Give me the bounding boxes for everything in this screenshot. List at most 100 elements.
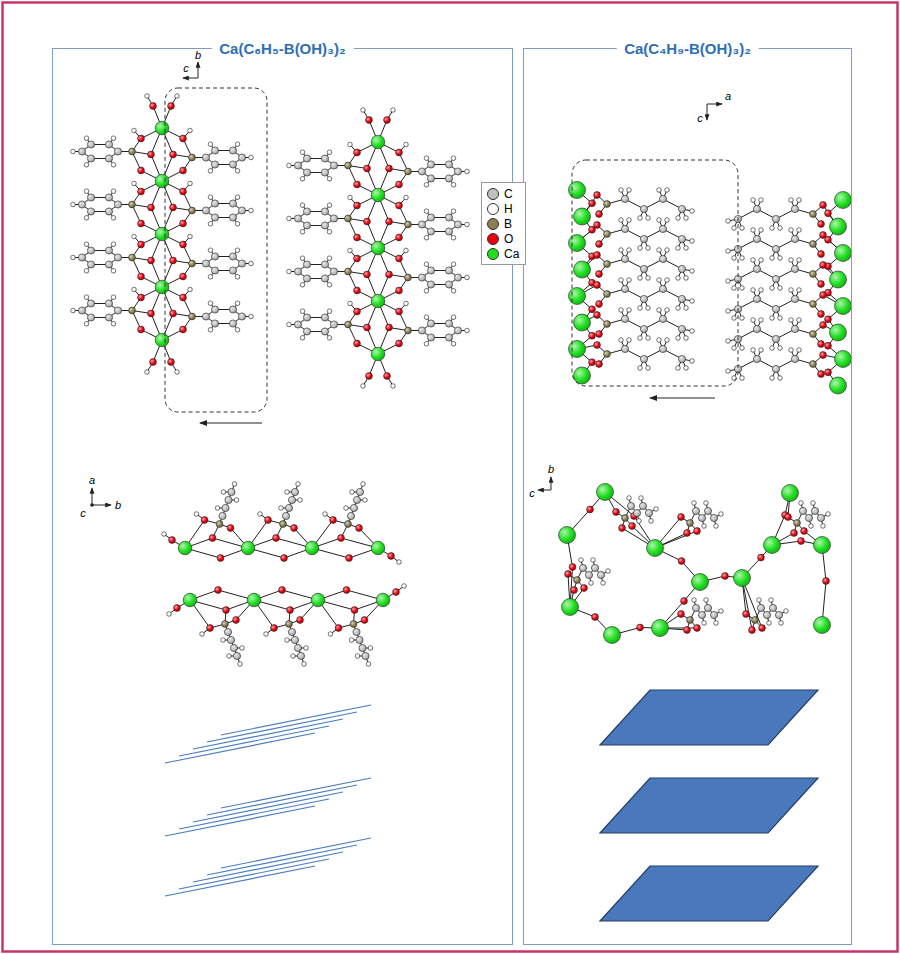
atom [740, 376, 745, 381]
atom [604, 231, 611, 238]
atom [356, 525, 363, 532]
atom [247, 593, 261, 607]
atom [646, 366, 651, 371]
atom [638, 306, 643, 311]
atom [114, 307, 121, 314]
atom [361, 482, 366, 487]
atom [303, 314, 310, 321]
atom [797, 198, 802, 203]
atom [596, 361, 603, 368]
atom [111, 136, 116, 141]
layer-line [207, 785, 357, 815]
atom [640, 295, 647, 302]
atom [155, 227, 169, 241]
atom [445, 267, 452, 274]
atom [354, 287, 361, 294]
atom [105, 300, 112, 307]
atom [105, 208, 112, 215]
atom [229, 147, 236, 154]
atom [818, 311, 825, 318]
atom [645, 509, 652, 516]
atom [585, 571, 592, 578]
axis-label: a [89, 475, 95, 486]
atom [285, 490, 290, 495]
atom [810, 241, 817, 248]
atom [778, 346, 783, 351]
atom [335, 625, 342, 632]
atom [330, 321, 337, 328]
axis-label: b [195, 50, 201, 61]
atom [169, 537, 176, 544]
atom [303, 261, 310, 268]
axis-dot [90, 503, 94, 507]
atom [180, 167, 187, 174]
atom [823, 578, 830, 585]
legend-swatch [487, 203, 499, 215]
atom [405, 168, 412, 175]
atom [579, 558, 584, 563]
atom [676, 366, 681, 371]
atom [129, 307, 136, 314]
atom [797, 288, 802, 293]
atom [235, 142, 240, 147]
atom [694, 528, 701, 535]
atom [298, 498, 303, 503]
atom [678, 558, 685, 565]
atom [619, 278, 624, 283]
atom [465, 275, 470, 280]
atom [366, 117, 373, 124]
atom [791, 205, 798, 212]
atom [180, 326, 187, 333]
atom [621, 345, 628, 352]
legend-text: B [504, 217, 512, 231]
atom [235, 195, 240, 200]
atom [763, 611, 770, 618]
atom [138, 188, 145, 195]
atom [678, 325, 685, 332]
unit-outline [572, 160, 738, 386]
atom [404, 195, 409, 200]
atom [405, 221, 412, 228]
atom [574, 261, 591, 278]
atom [646, 336, 651, 341]
atom [690, 359, 695, 364]
atom [189, 207, 196, 214]
atom [84, 242, 89, 247]
atom [646, 216, 651, 221]
atom [743, 611, 750, 618]
atom [211, 147, 218, 154]
atom [350, 621, 357, 628]
atom [271, 625, 278, 632]
atom [427, 161, 434, 168]
atom [202, 260, 209, 267]
atom [772, 305, 779, 312]
atom [287, 607, 294, 614]
axis-label: c [80, 508, 86, 519]
atom [427, 320, 434, 327]
atom [805, 514, 812, 521]
legend-text: O [504, 232, 513, 246]
atom [684, 276, 689, 281]
axis-label: c [697, 113, 703, 124]
layer-plane [600, 690, 818, 745]
atom [445, 175, 452, 182]
atom [639, 502, 646, 509]
atom [704, 501, 709, 506]
axis-arrow [551, 477, 552, 490]
atom [445, 214, 452, 221]
legend-item: C [487, 186, 519, 201]
atom [361, 384, 366, 389]
atom [391, 384, 396, 389]
atom [114, 148, 121, 155]
atom [692, 501, 697, 506]
atom [627, 248, 632, 253]
atom [751, 288, 756, 293]
axis-arrow [707, 104, 722, 105]
atom [778, 226, 783, 231]
outer-frame [3, 3, 898, 952]
atom [297, 617, 304, 624]
atom [105, 155, 112, 162]
atom [297, 652, 304, 659]
layer-line [179, 859, 329, 889]
atom [233, 652, 240, 659]
